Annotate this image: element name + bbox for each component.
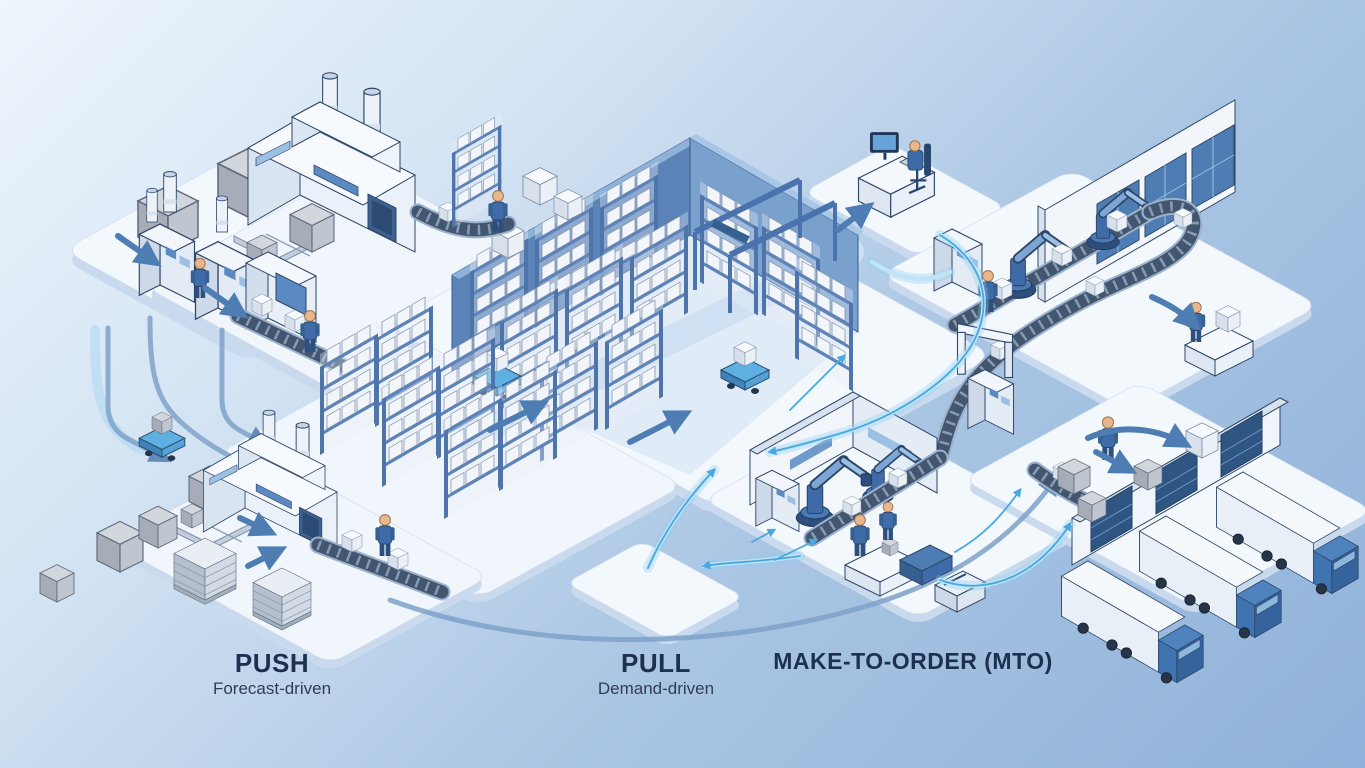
mto-label: MAKE-TO-ORDER (MTO) bbox=[773, 648, 1053, 674]
demand-signal-paths bbox=[643, 230, 1075, 591]
dock-doors bbox=[1090, 410, 1263, 553]
loading-dock bbox=[1057, 397, 1290, 566]
push-factory bbox=[246, 72, 583, 253]
mto-robot-cell bbox=[748, 391, 987, 613]
pull-label: PULL bbox=[621, 648, 691, 678]
kitting-station bbox=[451, 113, 583, 233]
platform-pull-desk bbox=[571, 543, 739, 645]
packing-machine bbox=[898, 544, 954, 586]
mto-assembly-line bbox=[932, 99, 1255, 521]
section-labels: PUSH Forecast-driven PULL Demand-driven … bbox=[213, 648, 1053, 698]
sorting-machine bbox=[967, 369, 1014, 435]
push-label: PUSH bbox=[235, 648, 309, 678]
overhead-gantry bbox=[693, 177, 837, 313]
material-flow-arrows bbox=[115, 202, 1201, 571]
pull-sublabel: Demand-driven bbox=[598, 679, 714, 698]
push-sublabel: Forecast-driven bbox=[213, 679, 331, 698]
push-flow-roads bbox=[90, 315, 1060, 643]
push-secondary-factory bbox=[203, 410, 451, 601]
packing-station bbox=[1183, 301, 1255, 377]
